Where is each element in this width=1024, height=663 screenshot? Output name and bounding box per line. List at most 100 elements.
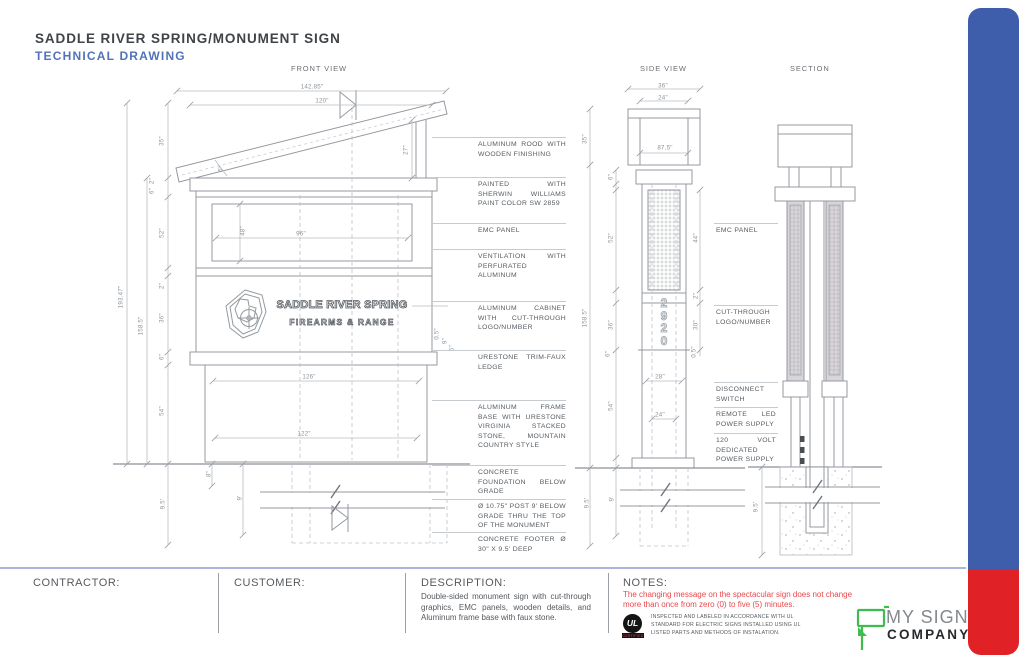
dim-label: 28" xyxy=(655,373,665,381)
leader-line xyxy=(714,382,778,383)
leader-line xyxy=(432,499,566,500)
dim-label: 8" xyxy=(205,470,213,478)
dim-label: 142.85" xyxy=(300,83,324,91)
company-logo-line2: COMPANY xyxy=(887,627,971,642)
callout: URESTONE TRIM-FAUX LEDGE xyxy=(478,354,566,371)
dim-label: 44" xyxy=(692,233,700,243)
dim-label: 30" xyxy=(692,320,700,330)
ul-certification-text: INSPECTED AND LABELED IN ACCORDANCE WITH… xyxy=(651,614,801,636)
accent-bar-blue xyxy=(968,8,1019,569)
dim-label: 36" xyxy=(658,82,668,90)
dim-label: 6" xyxy=(604,350,612,358)
dim-label: 9" xyxy=(441,337,449,345)
leader-line xyxy=(432,223,566,224)
dim-label: 6" xyxy=(216,165,226,173)
leader-line xyxy=(432,465,566,466)
dim-label: 9.5' xyxy=(752,501,760,513)
leader-line xyxy=(432,137,566,138)
callout: ALUMINUM ROOD WITH WOODEN FINISHING xyxy=(478,141,566,158)
notes-warning-text: The changing message on the spectacular … xyxy=(623,590,853,610)
dim-label: 6" xyxy=(148,187,156,195)
notes-label: NOTES: xyxy=(623,577,668,589)
callout: REMOTE LED POWER SUPPLY xyxy=(716,411,776,428)
callout: ALUMINUM FRAME BASE WITH URESTONE VIRGIN… xyxy=(478,404,566,450)
accent-bar-red xyxy=(968,569,1019,655)
ul-certified-icon: UL xyxy=(623,614,642,633)
callout: CONCRETE FOUNDATION BELOW GRADE xyxy=(478,469,566,496)
callout: Ø 10.75" POST 9' BELOW GRADE THRU THE TO… xyxy=(478,503,566,530)
dim-label: 9.5' xyxy=(159,498,167,510)
dim-label: 6" xyxy=(158,353,166,361)
dim-label: 48" xyxy=(239,226,247,236)
side-view-drawing xyxy=(575,85,745,550)
dim-label: 2" xyxy=(148,177,156,185)
dim-label: 54" xyxy=(158,406,166,416)
leader-line xyxy=(432,350,566,351)
dim-label: 122" xyxy=(297,430,311,438)
dim-label: 0.5" xyxy=(433,328,441,340)
footer-divider xyxy=(608,573,609,633)
sign-brand-name: SADDLE RIVER SPRING xyxy=(276,299,408,312)
dim-label: 2" xyxy=(692,292,700,300)
dim-label: 158.5" xyxy=(137,316,145,336)
callout: 120 VOLT DEDICATED POWER SUPPLY xyxy=(716,437,776,464)
front-view-drawing xyxy=(113,87,470,549)
dim-label: 2" xyxy=(158,282,166,290)
ul-certified-banner: CERTIFIED xyxy=(622,633,644,638)
callout: ALUMINUM CABINET WITH CUT-THROUGH LOGO/N… xyxy=(478,305,566,332)
dim-label: 54" xyxy=(607,401,615,411)
dim-label: 52" xyxy=(158,228,166,238)
leader-line xyxy=(432,249,566,250)
callout: EMC PANEL xyxy=(716,227,758,234)
leader-line xyxy=(432,177,566,178)
my-sign-company-icon xyxy=(856,605,889,650)
footer-separator xyxy=(0,567,966,569)
customer-label: CUSTOMER: xyxy=(234,577,306,589)
leader-line xyxy=(714,305,778,306)
dim-label: 35" xyxy=(581,134,589,144)
company-logo-line1: MY SIGN xyxy=(886,607,969,627)
leader-line xyxy=(432,400,566,401)
callout: DISCONNECT SWITCH xyxy=(716,386,765,403)
shield-texas-icon xyxy=(225,289,267,339)
section-view-label: SECTION xyxy=(790,64,830,73)
dim-label: 9.5' xyxy=(583,497,591,509)
side-view-label: SIDE VIEW xyxy=(640,64,687,73)
dim-label: 96" xyxy=(296,230,306,238)
callout: PAINTED WITH SHERWIN WILLIAMS PAINT COLO… xyxy=(478,181,566,208)
leader-line xyxy=(432,532,566,533)
callout: CONCRETE FOOTER Ø 30" X 9.5' DEEP xyxy=(478,536,566,553)
dim-label: 193.47" xyxy=(117,285,125,309)
dim-label: 24" xyxy=(658,94,668,102)
contractor-label: CONTRACTOR: xyxy=(33,577,121,589)
footer-divider xyxy=(405,573,406,633)
dim-label: 36" xyxy=(158,313,166,323)
cut-through-digit: 2 xyxy=(660,296,668,310)
dim-label: 36" xyxy=(607,320,615,330)
dim-label: 120" xyxy=(315,97,329,105)
dim-label: 9' xyxy=(608,496,616,502)
front-view-label: FRONT VIEW xyxy=(291,64,347,73)
dim-label: 87.5" xyxy=(657,144,673,152)
dim-label: 9' xyxy=(236,495,244,501)
leader-line xyxy=(714,407,778,408)
dim-label: 0.5" xyxy=(690,346,698,358)
section-view-drawing xyxy=(748,124,882,559)
leader-line xyxy=(432,301,566,302)
callout: EMC PANEL xyxy=(478,227,520,234)
cut-through-digit: 2 xyxy=(660,321,668,335)
description-label: DESCRIPTION: xyxy=(421,577,507,589)
cut-through-digit: 9 xyxy=(660,308,668,323)
callout: VENTILATION WITH PERFURATED ALUMINUM xyxy=(478,253,566,280)
dim-label: 158.5" xyxy=(581,308,589,328)
sign-brand-tagline: FIREARMS & RANGE xyxy=(289,317,395,328)
page-subtitle: TECHNICAL DRAWING xyxy=(35,49,186,63)
leader-line xyxy=(714,433,778,434)
dim-label: 27" xyxy=(402,145,410,155)
leader-line xyxy=(714,223,778,224)
dim-label: 35" xyxy=(158,136,166,146)
